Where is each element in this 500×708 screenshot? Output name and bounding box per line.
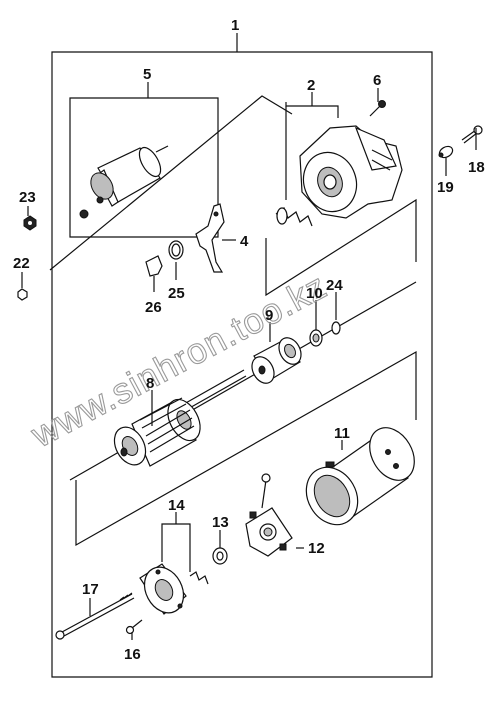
snap-ring-part [331, 321, 341, 335]
nut-part [17, 288, 28, 301]
callout-1: 1 [231, 17, 239, 34]
cover-screw-part [125, 619, 143, 635]
callout-26: 26 [145, 299, 162, 316]
lever-plate-part [145, 255, 163, 277]
brush-holder-part [245, 473, 293, 557]
callout-24: 24 [326, 277, 343, 294]
subassembly-outlines [49, 95, 417, 547]
callout-25: 25 [168, 285, 185, 302]
housing-screw-part [369, 100, 386, 117]
callout-22: 22 [13, 255, 30, 272]
solenoid-switch-part [79, 145, 169, 219]
callout-4: 4 [240, 233, 249, 250]
callout-6: 6 [373, 72, 381, 89]
callout-5: 5 [143, 66, 151, 83]
callout-12: 12 [308, 540, 325, 557]
callout-16: 16 [124, 646, 141, 663]
spring-part [275, 207, 313, 227]
through-bolt-part [55, 592, 135, 640]
stop-ring-part [309, 329, 323, 347]
callout-18: 18 [468, 159, 485, 176]
callout-14: 14 [168, 497, 185, 514]
callout-9: 9 [265, 307, 273, 324]
leader-lines [21, 88, 477, 640]
callout-10: 10 [306, 285, 323, 302]
callout-17: 17 [82, 581, 99, 598]
callout-19: 19 [437, 179, 454, 196]
callout-2: 2 [307, 77, 315, 94]
callout-labels: 1 2 4 5 6 8 9 10 11 12 13 14 16 17 18 19… [13, 17, 485, 663]
rear-cover-part [139, 563, 209, 615]
mounting-bolt-part [438, 125, 483, 159]
terminal-nut-part [23, 215, 37, 231]
solenoid-group-box [69, 82, 219, 238]
callout-11: 11 [334, 425, 350, 442]
callout-23: 23 [19, 189, 36, 206]
yoke-part [305, 427, 415, 526]
assembly-frame [51, 33, 433, 678]
callout-8: 8 [146, 375, 154, 392]
pinion-clutch-part [251, 337, 302, 384]
lever-ring-part [168, 240, 184, 260]
callout-13: 13 [212, 514, 229, 531]
drive-housing-part [299, 125, 403, 219]
armature-part [113, 369, 247, 467]
washer-part [212, 547, 228, 565]
shift-lever-part [195, 203, 225, 273]
